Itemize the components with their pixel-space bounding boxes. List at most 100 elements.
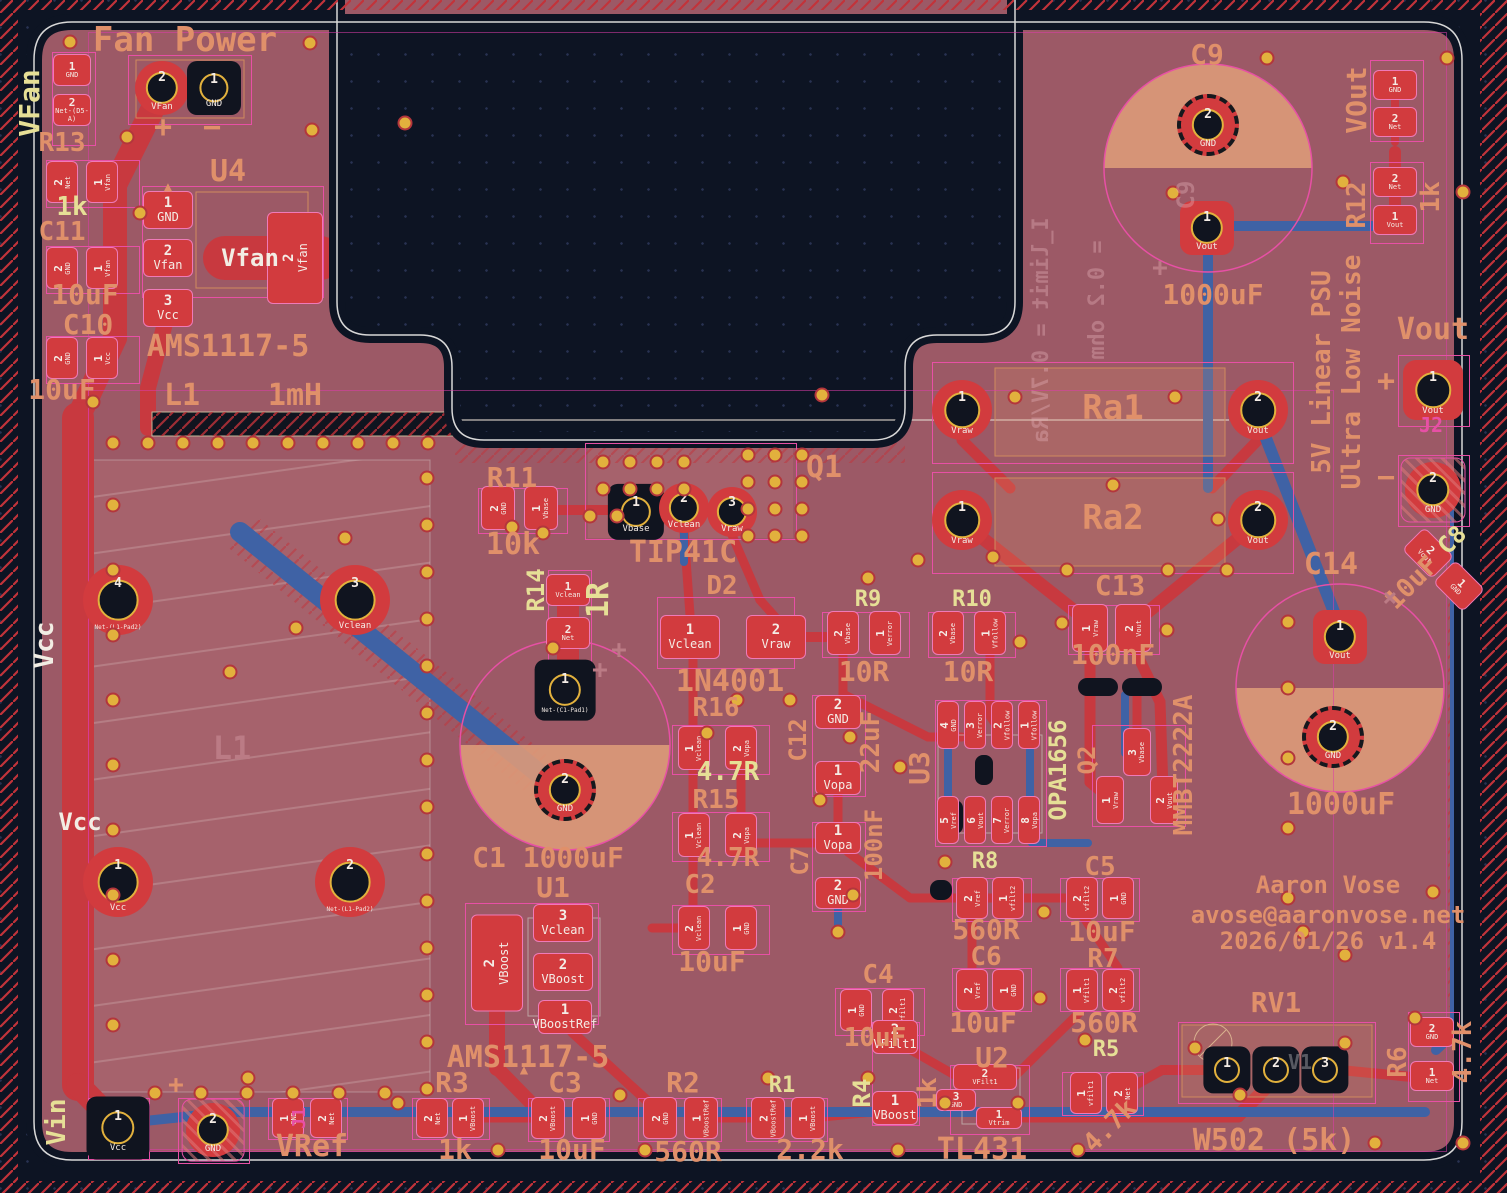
via[interactable] <box>937 854 953 870</box>
via[interactable] <box>1007 389 1023 405</box>
via[interactable] <box>1219 562 1235 578</box>
silk-text-r14[interactable]: R14 <box>522 568 550 612</box>
silk-text-vout[interactable]: VOut <box>1340 66 1373 134</box>
via[interactable] <box>1259 50 1275 66</box>
silk-text-r6[interactable]: R6 <box>1383 1046 1413 1078</box>
silk-text-vin[interactable]: Vin <box>42 1098 72 1146</box>
silk-text-r2[interactable]: R2 <box>666 1066 700 1099</box>
silk-text-q1[interactable]: Q1 <box>805 450 843 485</box>
via[interactable] <box>1455 184 1471 200</box>
silk-text-vout[interactable]: Vout <box>1396 312 1470 347</box>
silk-text-10r[interactable]: 10R <box>942 655 994 688</box>
via[interactable] <box>419 940 435 956</box>
via[interactable] <box>288 620 304 636</box>
via[interactable] <box>62 34 78 50</box>
via[interactable] <box>193 1085 209 1101</box>
footprint-courtyard[interactable] <box>528 1098 610 1142</box>
via[interactable] <box>767 528 783 544</box>
via[interactable] <box>649 454 665 470</box>
via[interactable] <box>1160 562 1176 578</box>
footprint-courtyard[interactable] <box>478 488 568 534</box>
via[interactable] <box>1105 477 1121 493</box>
via[interactable] <box>105 562 121 578</box>
silk-text-4-7k[interactable]: 4.7k <box>1448 1020 1478 1084</box>
via[interactable] <box>535 525 551 541</box>
via[interactable] <box>85 394 101 410</box>
via[interactable] <box>1077 1032 1093 1048</box>
silk-text-r7[interactable]: R7 <box>1087 944 1119 974</box>
silk-text-ams1117-5[interactable]: AMS1117-5 <box>446 1040 610 1075</box>
silk-text-x[interactable]: + <box>1152 253 1168 283</box>
via[interactable] <box>240 1070 256 1086</box>
silk-text-10uf[interactable]: 10uF <box>1068 915 1136 948</box>
via[interactable] <box>609 508 625 524</box>
via[interactable] <box>892 759 908 775</box>
via[interactable] <box>222 664 238 680</box>
silk-text-c14[interactable]: C14 <box>1303 547 1359 582</box>
silk-text-r1[interactable]: R1 <box>768 1073 796 1098</box>
trace-front[interactable] <box>727 530 765 605</box>
via[interactable] <box>105 757 121 773</box>
silk-text-u4[interactable]: U4 <box>209 154 247 189</box>
via[interactable] <box>637 1142 653 1158</box>
via[interactable] <box>676 481 692 497</box>
via[interactable] <box>622 481 638 497</box>
silk-text-q2[interactable]: Q2 <box>1073 745 1101 775</box>
via[interactable] <box>419 893 435 909</box>
silk-text-100nf[interactable]: 100nF <box>1070 638 1156 671</box>
via[interactable] <box>331 1085 347 1101</box>
via[interactable] <box>490 1142 506 1158</box>
silk-text-r5[interactable]: R5 <box>1092 1037 1120 1062</box>
silk-text-1k[interactable]: 1k <box>913 1077 943 1109</box>
footprint-courtyard[interactable] <box>672 725 770 775</box>
silk-text-x[interactable]: + <box>153 110 173 145</box>
silk-text-4-7r[interactable]: 4.7R <box>696 757 760 787</box>
silk-text-1n4001[interactable]: 1N4001 <box>675 664 785 699</box>
via[interactable] <box>105 1017 121 1033</box>
silk-text-j2[interactable]: J2 <box>1418 413 1444 437</box>
via[interactable] <box>740 447 756 463</box>
via[interactable] <box>1054 615 1070 631</box>
via[interactable] <box>1455 1135 1471 1151</box>
silk-text-10uf[interactable]: 10uF <box>678 945 746 978</box>
via[interactable] <box>280 435 296 451</box>
footprint-courtyard[interactable] <box>1060 968 1140 1012</box>
via[interactable] <box>845 887 861 903</box>
trace-back[interactable] <box>1252 412 1340 618</box>
footprint-courtyard[interactable] <box>672 812 770 862</box>
silk-text-vref[interactable]: VRef <box>275 1129 349 1164</box>
silk-text-u1[interactable]: U1 <box>536 871 570 904</box>
via[interactable] <box>304 122 320 138</box>
via[interactable] <box>1059 562 1075 578</box>
via[interactable] <box>740 528 756 544</box>
via[interactable] <box>419 611 435 627</box>
footprint-courtyard[interactable] <box>1092 725 1186 827</box>
via[interactable] <box>595 454 611 470</box>
via[interactable] <box>1232 1087 1248 1103</box>
